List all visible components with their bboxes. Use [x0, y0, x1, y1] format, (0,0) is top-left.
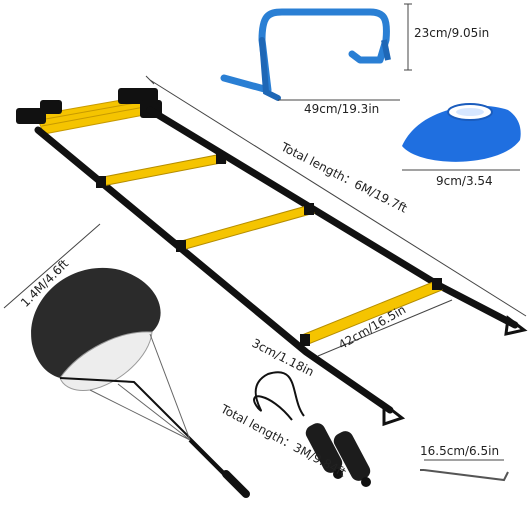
speed-hurdle — [220, 8, 391, 101]
rung-width-dimension-line — [317, 299, 453, 357]
jump-rope — [253, 371, 371, 487]
parachute-size-dimension-line — [3, 223, 101, 309]
ladder-end-loop-right — [504, 315, 528, 336]
hurdle-width-label: 49cm/19.3in — [304, 102, 380, 116]
resistance-parachute — [31, 267, 250, 498]
stake-length-label: 16.5cm/6.5in — [420, 444, 500, 458]
ground-stake — [420, 469, 509, 482]
cone-diameter-label: 9cm/3.54 — [436, 174, 493, 188]
ladder-end-loop-left — [382, 400, 406, 427]
agility-ladder — [16, 88, 528, 427]
ladder-bundle — [16, 88, 162, 135]
ladder-strap-left — [34, 126, 394, 414]
ladder-rungs — [96, 152, 443, 346]
ladder-length-dimension-line — [149, 79, 527, 317]
hurdle-height-label: 23cm/9.05in — [414, 26, 490, 40]
disc-cone — [402, 103, 521, 162]
